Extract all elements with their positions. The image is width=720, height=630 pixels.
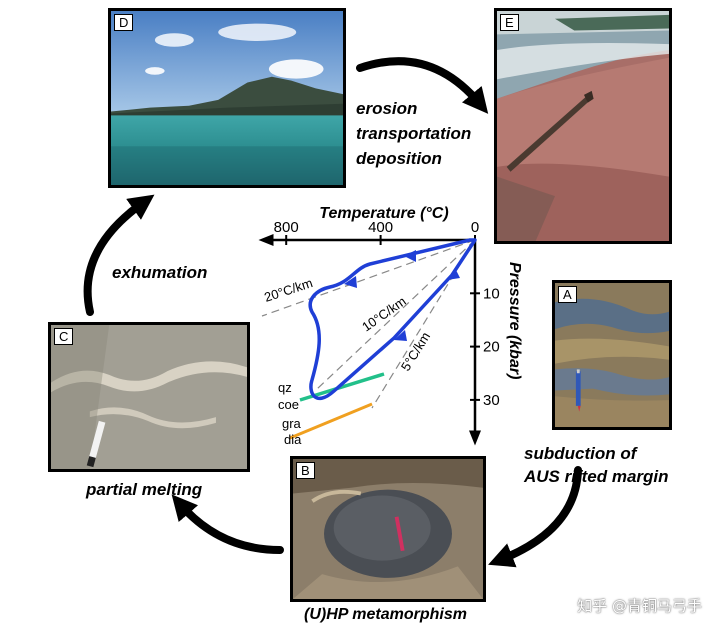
metamorphism-label: (U)HP metamorphism (304, 606, 467, 623)
photo-panel-e: E (494, 8, 672, 244)
reaction-label-dia: dia (284, 432, 302, 447)
stage-line-aus-margin: AUS rifted margin (524, 467, 669, 486)
path-arrow-prograde (447, 268, 460, 280)
stage-line-transportation: transportation (356, 124, 472, 143)
photo-panel-d: D (108, 8, 346, 188)
reaction-label-qz: qz (278, 380, 292, 395)
geotherm-10 (315, 239, 476, 391)
partial-melting-label: partial melting (86, 480, 203, 499)
reaction-label-coe: coe (278, 397, 299, 412)
eclogite-outcrop-photo (293, 459, 483, 599)
path-arrow-peak (394, 330, 407, 341)
panel-tag: A (558, 286, 577, 303)
erosion-label: erosion transportation deposition (356, 96, 471, 171)
pt-path (308, 238, 477, 400)
path-arrow-retro-1 (344, 276, 357, 288)
path-arrow-retro-2 (404, 250, 416, 262)
gradient-label-20: 20°C/km (262, 275, 314, 305)
sea-landscape-photo (111, 11, 343, 185)
temperature-ticks: 800 400 0 (274, 219, 479, 245)
panel-tag: B (296, 462, 315, 479)
stage-line-deposition: deposition (356, 149, 442, 168)
panel-tag: C (54, 328, 74, 345)
cycle-arrow-d-to-e (356, 57, 489, 114)
photo-panel-c: C (48, 322, 250, 472)
migmatite-photo (51, 325, 247, 469)
stage-line-subduction: subduction of (524, 444, 637, 463)
cycle-arrow-c-to-d (83, 194, 155, 316)
pressure-tick-label: 20 (483, 339, 500, 356)
photo-panel-b: B (290, 456, 486, 602)
temperature-axis-label: Temperature (°C) (319, 205, 448, 222)
temperature-tick-label: 0 (471, 219, 479, 236)
temperature-tick-label: 800 (274, 219, 299, 236)
gra-dia-reaction-line (289, 402, 373, 440)
beach-photo (497, 11, 669, 241)
geotherm-20 (261, 239, 476, 317)
pressure-tick-label: 30 (483, 392, 500, 409)
exhumation-label: exhumation (112, 263, 208, 282)
stage-line-erosion: erosion (356, 99, 418, 118)
panel-tag: D (114, 14, 134, 31)
cycle-arrow-a-to-b (488, 466, 582, 568)
temperature-tick-label: 400 (368, 219, 393, 236)
photo-panel-a: A (552, 280, 672, 430)
pressure-ticks: 10 20 30 (470, 285, 500, 409)
pressure-tick-label: 10 (483, 285, 500, 302)
cycle-arrow-b-to-c (171, 494, 284, 554)
layered-rock-photo (555, 283, 669, 427)
watermark: 知乎 @青铜马弓手 (577, 597, 702, 615)
panel-tag: E (500, 14, 519, 31)
subduction-label: subduction of AUS rifted margin (524, 442, 669, 488)
reaction-label-gra: gra (282, 416, 302, 431)
pressure-axis-label: Pressure (kbar) (506, 262, 523, 379)
